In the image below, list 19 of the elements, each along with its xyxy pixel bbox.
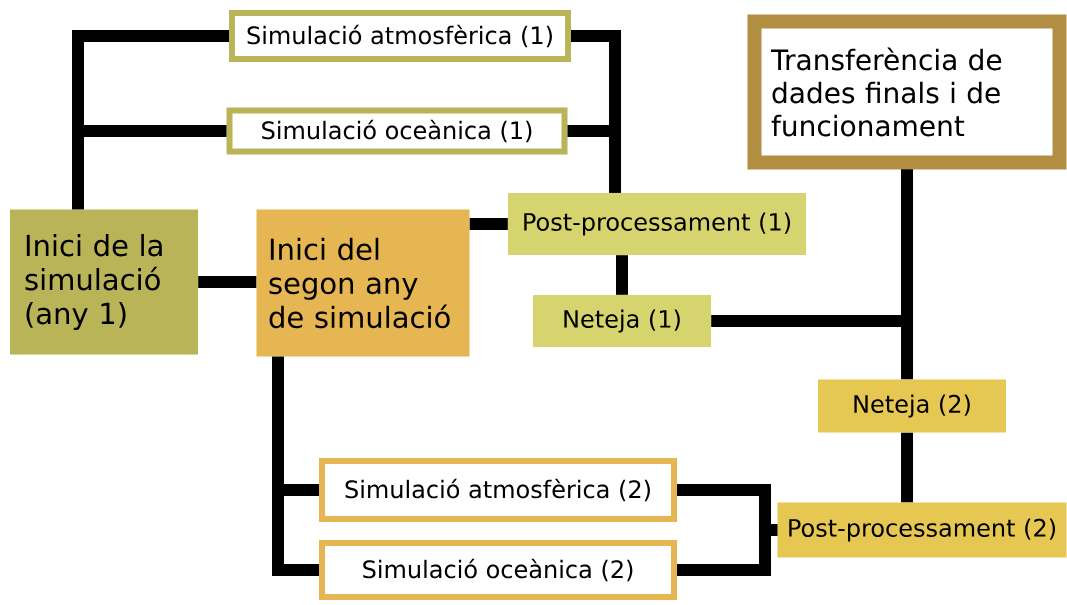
connector-line <box>901 169 913 380</box>
connector-line <box>469 218 508 230</box>
connector-line <box>198 276 257 288</box>
connector-line <box>677 524 778 576</box>
process-box: Inici de la simulació (any 1) <box>10 209 198 355</box>
connector-line <box>616 255 628 295</box>
process-box: Simulació oceànica (2) <box>319 540 677 600</box>
process-box: Simulació oceànica (1) <box>226 107 568 155</box>
process-box: Post-processament (2) <box>777 502 1067 558</box>
connector-line <box>567 125 621 193</box>
process-box: Neteja (1) <box>533 295 711 347</box>
connector-line <box>901 432 913 503</box>
process-box: Inici del segon any de simulació <box>256 209 470 357</box>
process-box: Post-processament (1) <box>508 193 806 255</box>
connector-line <box>72 125 227 210</box>
process-box: Simulació atmosfèrica (1) <box>229 10 571 62</box>
process-box: Simulació atmosfèrica (2) <box>319 458 677 522</box>
process-box: Transferència de dades finals i de funcionament <box>747 14 1067 170</box>
process-box: Neteja (2) <box>818 379 1006 433</box>
